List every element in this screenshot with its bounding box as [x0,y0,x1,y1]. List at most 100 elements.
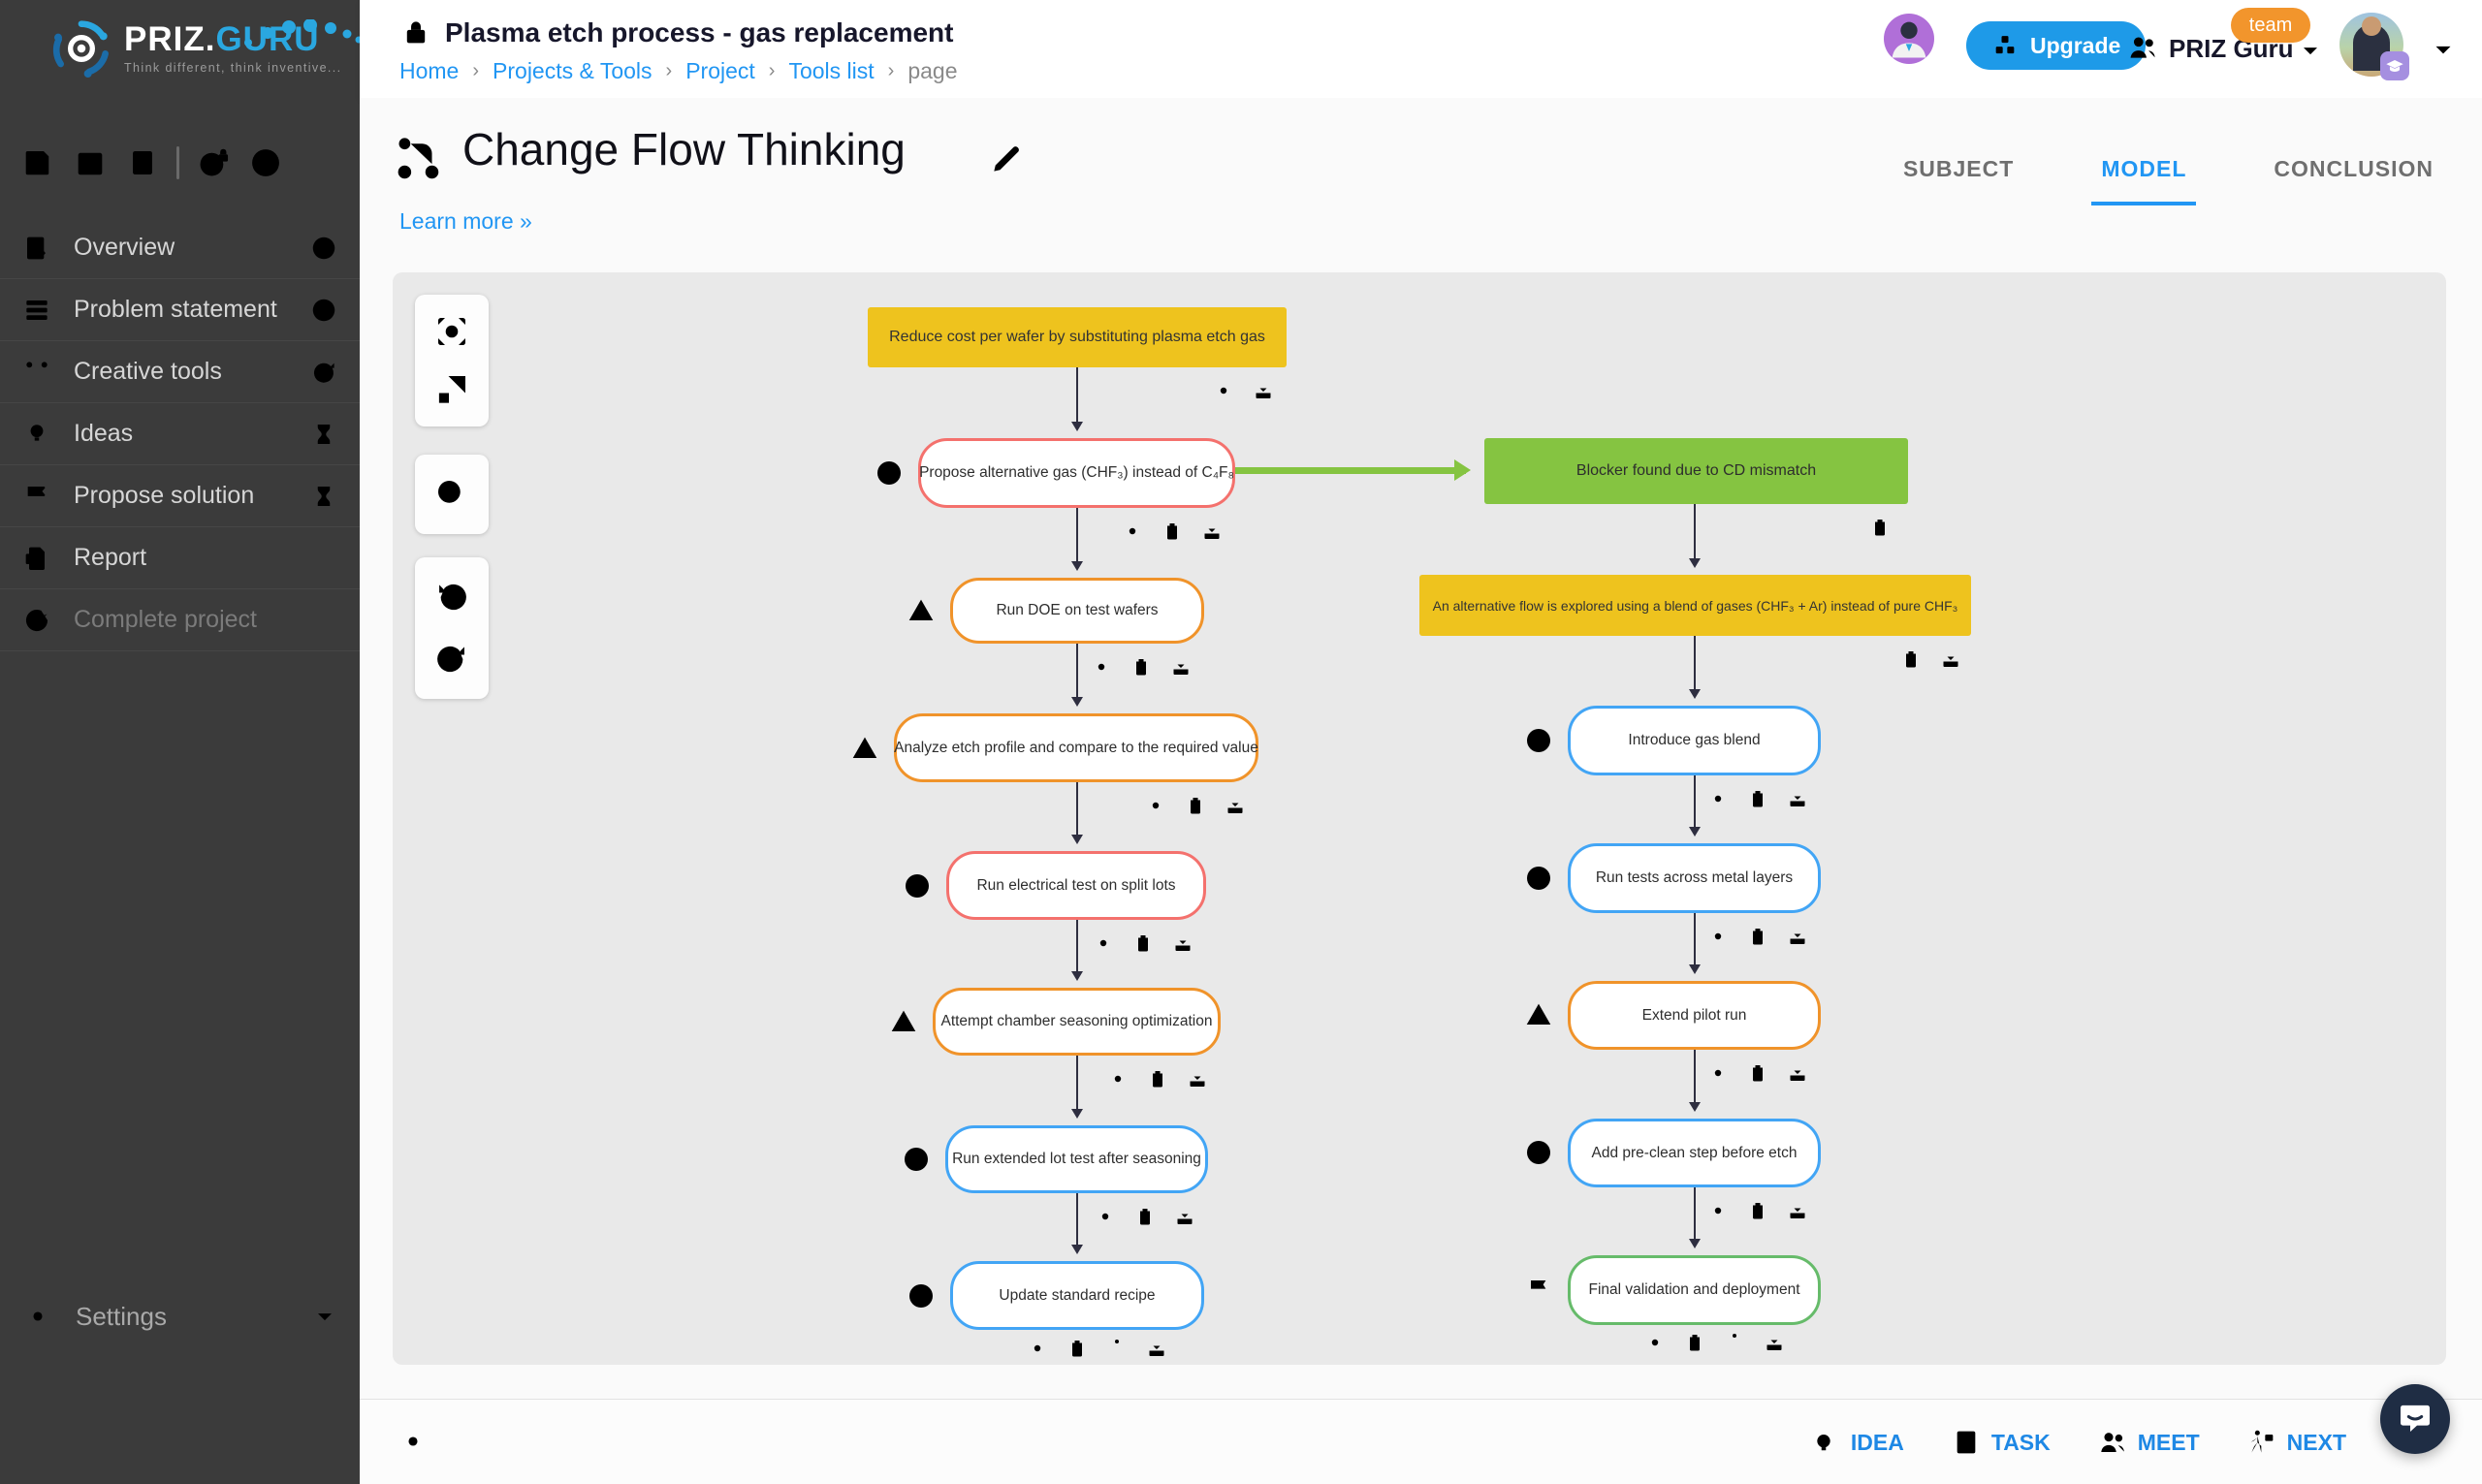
breadcrumb-project[interactable]: Project [685,58,755,83]
add-icon[interactable] [247,144,284,181]
center-view-button[interactable] [430,309,474,354]
trash-icon[interactable] [1746,1199,1769,1222]
branch-icon[interactable] [1723,1331,1746,1354]
task-button[interactable]: TASK [1951,1427,2051,1458]
trash-icon[interactable] [1746,925,1769,948]
gear-icon[interactable] [1026,1337,1049,1360]
app-logo[interactable]: PRIZ.GURU Think different, think inventi… [50,17,342,79]
trash-icon[interactable] [1130,655,1153,679]
chat-widget-button[interactable] [2380,1384,2450,1454]
trash-icon[interactable] [1746,787,1769,810]
breadcrumb-projects-tools[interactable]: Projects & Tools [493,58,652,83]
move-icon[interactable] [1052,931,1075,955]
tab-subject[interactable]: SUBJECT [1902,156,2015,181]
trash-icon[interactable] [1683,1331,1706,1354]
flow-node-step[interactable]: Run extended lot test after seasoning [945,1125,1208,1193]
trash-icon[interactable] [1746,1061,1769,1085]
learn-more-link[interactable]: Learn more » [399,208,532,234]
gear-icon[interactable] [1144,794,1167,817]
download-icon[interactable] [1186,1067,1209,1090]
flow-node-step[interactable]: Run DOE on test wafers [950,578,1204,644]
move-icon[interactable] [1054,1205,1077,1228]
sidebar-item-report[interactable]: Report [0,527,360,589]
idea-button[interactable]: IDEA [1810,1427,1904,1458]
download-icon[interactable] [1169,655,1193,679]
sidebar-item-settings[interactable]: Settings [0,1285,360,1347]
move-icon[interactable] [1050,655,1073,679]
flow-node-final[interactable]: Final validation and deployment [1568,1255,1821,1325]
download-icon[interactable] [1786,1199,1809,1222]
meet-button[interactable]: MEET [2097,1427,2200,1458]
download-icon[interactable] [1200,520,1224,543]
assistant-avatar[interactable] [1884,14,1934,64]
move-icon[interactable] [986,1337,1009,1360]
download-icon[interactable] [1173,1205,1196,1228]
gear-icon[interactable] [1643,1331,1667,1354]
gear-icon[interactable] [1706,1199,1730,1222]
move-icon[interactable] [1667,925,1690,948]
download-icon[interactable] [1171,931,1194,955]
flow-canvas[interactable]: Reduce cost per wafer by substituting pl… [393,272,2446,1365]
gear-icon[interactable] [1212,379,1235,402]
flow-node-step[interactable]: Analyze etch profile and compare to the … [894,713,1258,782]
tab-conclusion[interactable]: CONCLUSION [2274,156,2434,181]
move-icon[interactable] [1667,787,1690,810]
sidebar-item-overview[interactable]: Overview [0,217,360,279]
download-icon[interactable] [1939,647,1962,671]
gear-icon[interactable] [1094,1205,1117,1228]
move-icon[interactable] [1104,794,1128,817]
trash-icon[interactable] [1161,520,1184,543]
download-icon[interactable] [1786,1061,1809,1085]
flow-node-goal[interactable]: Reduce cost per wafer by substituting pl… [868,307,1287,367]
flow-node-step[interactable]: Run electrical test on split lots [946,851,1206,920]
gear-icon[interactable] [1092,931,1115,955]
sidebar-item-creative-tools[interactable]: Creative tools [0,341,360,403]
calendar-icon[interactable] [72,144,109,181]
sidebar-item-problem-statement[interactable]: Problem statement [0,279,360,341]
flow-node-step[interactable]: Update standard recipe [950,1261,1204,1330]
download-icon[interactable] [1786,787,1809,810]
chevron-down-icon[interactable] [2429,35,2458,64]
fit-expand-button[interactable] [430,367,474,412]
next-button[interactable]: NEXT [2246,1427,2346,1458]
trash-icon[interactable] [1146,1067,1169,1090]
flow-node-step[interactable]: Attempt chamber seasoning optimization [933,988,1221,1056]
download-icon[interactable] [1145,1337,1168,1360]
flow-node-step[interactable]: Introduce gas blend [1568,706,1821,775]
breadcrumb-home[interactable]: Home [399,58,460,83]
gear-icon[interactable] [1706,925,1730,948]
upgrade-button[interactable]: Upgrade [1966,21,2147,70]
move-icon[interactable] [1604,1331,1627,1354]
flow-node-step[interactable]: Propose alternative gas (CHF₃) instead o… [918,438,1235,508]
gear-icon[interactable] [1090,655,1113,679]
gear-icon[interactable] [1706,787,1730,810]
gear-icon[interactable] [1106,1067,1130,1090]
trash-icon[interactable] [1184,794,1207,817]
zoom-in-button[interactable] [430,472,474,517]
branch-icon[interactable] [1105,1337,1129,1360]
flow-node-goal[interactable]: An alternative flow is explored using a … [1419,575,1971,636]
trash-icon[interactable] [1899,647,1923,671]
team-switcher[interactable]: PRIZ Guru team [2126,0,2339,98]
trash-icon[interactable] [1066,1337,1089,1360]
gear-icon[interactable] [1706,1061,1730,1085]
edit-pencil-icon[interactable] [988,141,1025,177]
settings-gear-icon[interactable] [397,1425,430,1458]
redo-button[interactable] [430,637,474,681]
undo-button[interactable] [430,575,474,619]
user-avatar[interactable] [2339,13,2409,80]
flow-node-step[interactable]: Run tests across metal layers [1568,843,1821,913]
download-icon[interactable] [1252,379,1275,402]
trash-icon[interactable] [1133,1205,1157,1228]
download-icon[interactable] [1763,1331,1786,1354]
gear-icon[interactable] [1121,520,1144,543]
move-icon[interactable] [1066,1067,1090,1090]
download-icon[interactable] [1786,925,1809,948]
breadcrumb-tools-list[interactable]: Tools list [788,58,875,83]
public-globe-icon[interactable] [195,144,232,181]
tab-model[interactable]: MODEL [2091,142,2197,205]
sidebar-item-propose-solution[interactable]: Propose solution [0,465,360,527]
move-icon[interactable] [1667,1199,1690,1222]
trash-icon[interactable] [1131,931,1155,955]
flow-node-blocker[interactable]: Blocker found due to CD mismatch [1484,438,1908,504]
